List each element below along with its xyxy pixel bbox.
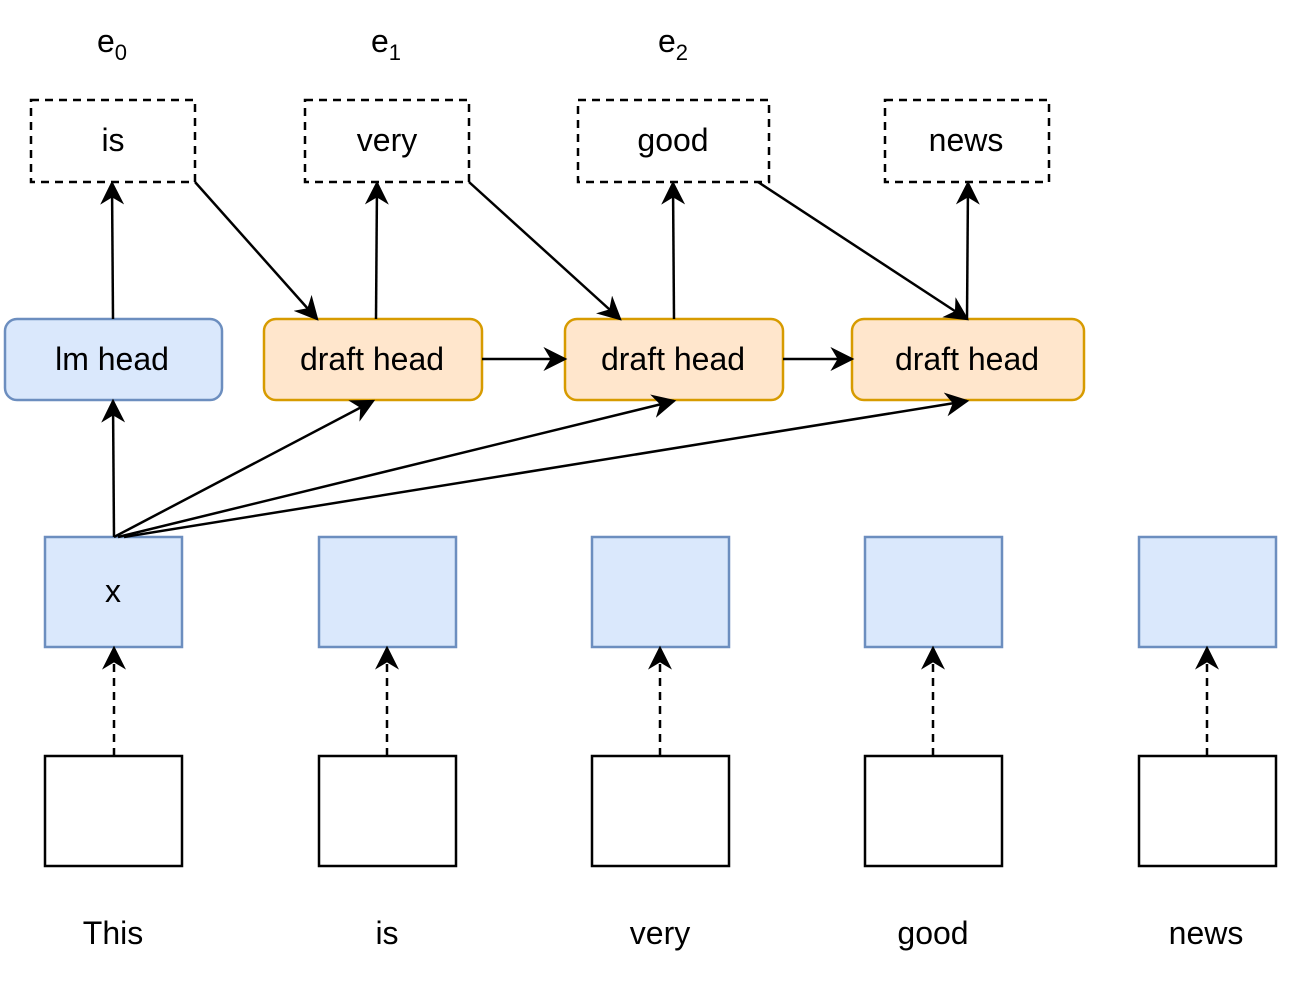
arrow-x-to-draft-head-1 — [113, 399, 376, 539]
predicted-token-box-is: is — [29, 98, 197, 184]
embedding-label-e0: e0 — [97, 23, 127, 65]
predicted-token-label: very — [357, 122, 417, 158]
input-token-label-2: is — [375, 915, 398, 951]
embedding-label-e1: e1 — [371, 23, 401, 65]
arrow-x-to-lm-head — [101, 398, 126, 538]
predicted-token-box-good: good — [576, 98, 771, 184]
arrow-x-to-draft-head-2 — [117, 394, 677, 539]
draft-head-label: draft head — [300, 341, 444, 377]
lm-head-label: lm head — [55, 341, 169, 377]
input-token-label-3: very — [630, 915, 690, 951]
input-token-label-4: good — [897, 915, 968, 951]
hidden-state-box-3 — [590, 535, 731, 649]
input-token-box-2 — [317, 754, 458, 868]
lm-head-box: lm head — [3, 317, 224, 402]
input-token-box-5 — [1137, 754, 1278, 868]
input-token-box-4 — [863, 754, 1004, 868]
draft-head-box-2: draft head — [563, 317, 785, 402]
hidden-state-box-4 — [863, 535, 1004, 649]
input-token-label-1: This — [83, 915, 143, 951]
arrow-draft-head-1-to-very — [364, 180, 389, 320]
arrow-draft-head-2-to-good — [661, 180, 686, 320]
input-token-box-1 — [43, 754, 184, 868]
arrow-very-to-draft-head-2 — [468, 181, 622, 321]
hidden-state-box-1: x — [43, 535, 184, 649]
predicted-token-label: news — [929, 122, 1004, 158]
predicted-token-label: is — [101, 122, 124, 158]
hidden-state-box-2 — [317, 535, 458, 649]
arrow-is-to-draft-head-1 — [194, 181, 319, 321]
embedding-label-e2: e2 — [658, 23, 688, 65]
arrow-good-to-draft-head-3 — [757, 180, 970, 321]
predicted-token-box-very: very — [303, 98, 471, 184]
draft-head-box-1: draft head — [262, 317, 484, 402]
draft-head-label: draft head — [601, 341, 745, 377]
input-token-label-5: news — [1169, 915, 1244, 951]
draft-head-label: draft head — [895, 341, 1039, 377]
input-token-box-3 — [590, 754, 731, 868]
arrow-draft-head-3-to-news — [955, 180, 980, 320]
predicted-token-label: good — [637, 122, 708, 158]
arrow-x-to-draft-head-3 — [123, 392, 970, 539]
hidden-state-box-5 — [1137, 535, 1278, 649]
arrow-lm-head-to-is — [100, 180, 125, 320]
draft-head-box-3: draft head — [850, 317, 1086, 402]
predicted-token-box-news: news — [883, 98, 1051, 184]
hidden-state-label: x — [105, 573, 121, 609]
